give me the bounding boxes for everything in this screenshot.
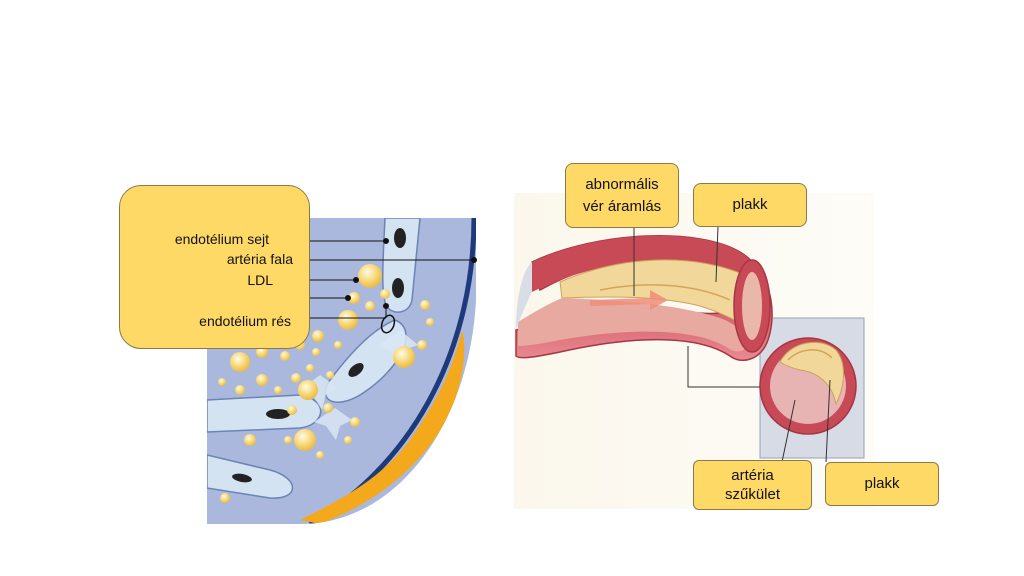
flow-arrow <box>590 290 668 310</box>
label-plaque-top: plakk <box>693 183 807 227</box>
left-leader-lines <box>310 238 477 319</box>
ldl-particles <box>218 264 434 503</box>
label-endothelium-gap: endotélium rés <box>199 313 291 329</box>
label-abnormal-blood-flow: abnormális vér áramlás <box>565 163 679 228</box>
endothelium-gap-marker <box>380 314 396 334</box>
right-leader-lines <box>633 225 831 463</box>
stenosis-line1: artéria <box>731 466 774 484</box>
abnormal-flow-line2: vér áramlás <box>582 197 662 215</box>
plaque-top-text: plakk <box>732 196 768 214</box>
plaque-layer <box>300 330 465 524</box>
label-endothelium-cell: endotélium sejt <box>174 231 269 247</box>
abnormal-flow-line1: abnormális <box>585 175 659 193</box>
left-legend-box: endotélium sejt artéria fala LDL endotél… <box>119 185 310 349</box>
cross-section-plaque <box>779 341 844 406</box>
label-artery-wall: artéria fala <box>226 251 293 267</box>
label-plaque-bottom: plakk <box>825 462 939 506</box>
label-artery-stenosis: artéria szűkület <box>693 460 812 510</box>
plaque-bottom-text: plakk <box>864 475 900 493</box>
stenosis-line2: szűkület <box>724 486 781 503</box>
label-ldl: LDL <box>247 272 273 288</box>
